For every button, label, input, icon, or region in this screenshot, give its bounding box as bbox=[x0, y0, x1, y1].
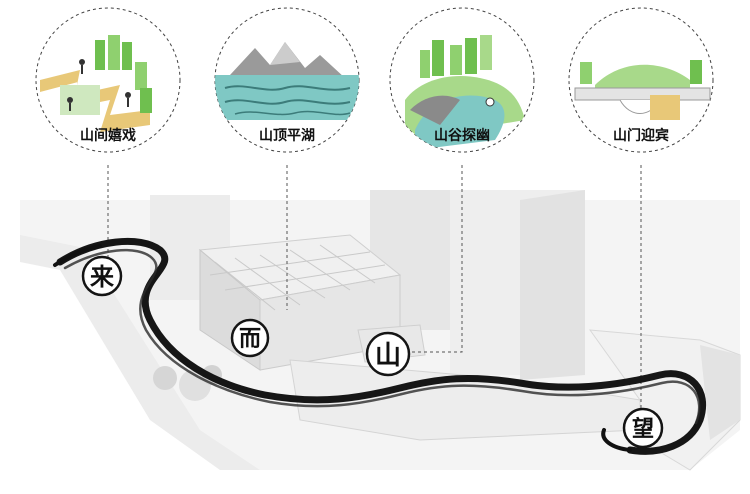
scene-illustration-gate bbox=[574, 60, 711, 120]
leader-line-3 bbox=[410, 165, 463, 353]
wave-line bbox=[234, 110, 351, 116]
scene-label-shanjian: 山间嬉戏 bbox=[80, 127, 136, 144]
gate-mound bbox=[595, 64, 690, 92]
scene-label-shanding: 山顶平湖 bbox=[259, 128, 315, 144]
tree-icon bbox=[420, 50, 430, 78]
tree-icon bbox=[135, 62, 147, 90]
leader-lines bbox=[107, 165, 642, 410]
brush-stroke-main bbox=[56, 237, 707, 455]
scene-illustration-valley bbox=[405, 35, 525, 150]
gate-deck bbox=[574, 87, 711, 101]
path-marker-lai: 来 bbox=[81, 255, 123, 297]
tree-icon bbox=[480, 35, 492, 70]
site-model bbox=[20, 190, 741, 471]
tree-icon bbox=[95, 40, 105, 70]
brush-stroke-start bbox=[53, 244, 102, 267]
marker-char-lai: 来 bbox=[90, 262, 115, 291]
scene-circle-shanding: 山顶平湖 bbox=[214, 7, 360, 153]
path-marker-shan: 山 bbox=[365, 331, 411, 377]
marker-char-er: 而 bbox=[239, 326, 261, 352]
person-icon bbox=[67, 97, 73, 103]
scene-circle-shanjian: 山间嬉戏 bbox=[35, 7, 181, 153]
rock-icon bbox=[410, 95, 460, 125]
scene-circle-shanmen: 山门迎宾 bbox=[568, 7, 714, 153]
person-icon bbox=[485, 97, 495, 107]
wave-line bbox=[224, 85, 351, 91]
scene-label-shanmen: 山门迎宾 bbox=[613, 127, 669, 144]
ink-path bbox=[53, 237, 707, 455]
podium-grid bbox=[209, 244, 386, 311]
path-marker-er: 而 bbox=[230, 318, 270, 358]
scene-illustration-lake bbox=[215, 42, 359, 120]
marker-ring bbox=[81, 255, 123, 297]
tree-icon bbox=[432, 40, 444, 76]
wave-line bbox=[224, 99, 351, 105]
person-icon bbox=[125, 92, 131, 98]
marker-char-wang: 望 bbox=[632, 416, 654, 442]
path-marker-wang: 望 bbox=[622, 407, 664, 449]
tree-icon bbox=[122, 42, 132, 70]
marker-ring bbox=[622, 407, 664, 449]
lawn bbox=[60, 85, 100, 115]
tree-icon bbox=[108, 35, 120, 70]
scene-illustration-play bbox=[40, 35, 152, 132]
marker-char-shan: 山 bbox=[375, 341, 401, 371]
road-left bbox=[20, 235, 260, 470]
tree-grey bbox=[153, 366, 177, 390]
right-building bbox=[700, 345, 740, 440]
brush-stroke-end bbox=[601, 428, 632, 452]
marker-ring bbox=[230, 318, 270, 358]
scene-label-shangu: 山谷探幽 bbox=[434, 127, 490, 144]
gate-stair bbox=[650, 95, 680, 120]
tree-icon bbox=[140, 88, 152, 113]
scene-circle-shangu: 山谷探幽 bbox=[389, 7, 535, 153]
marker-ring bbox=[365, 331, 411, 377]
tree-icon bbox=[450, 45, 462, 75]
brush-stroke-shadow bbox=[63, 248, 701, 425]
tree-icon bbox=[580, 62, 592, 84]
mountain-icon bbox=[270, 42, 300, 65]
tower-right-side bbox=[520, 190, 585, 380]
person-icon bbox=[79, 59, 85, 65]
tree-icon bbox=[465, 38, 477, 74]
tree-icon bbox=[690, 60, 702, 84]
